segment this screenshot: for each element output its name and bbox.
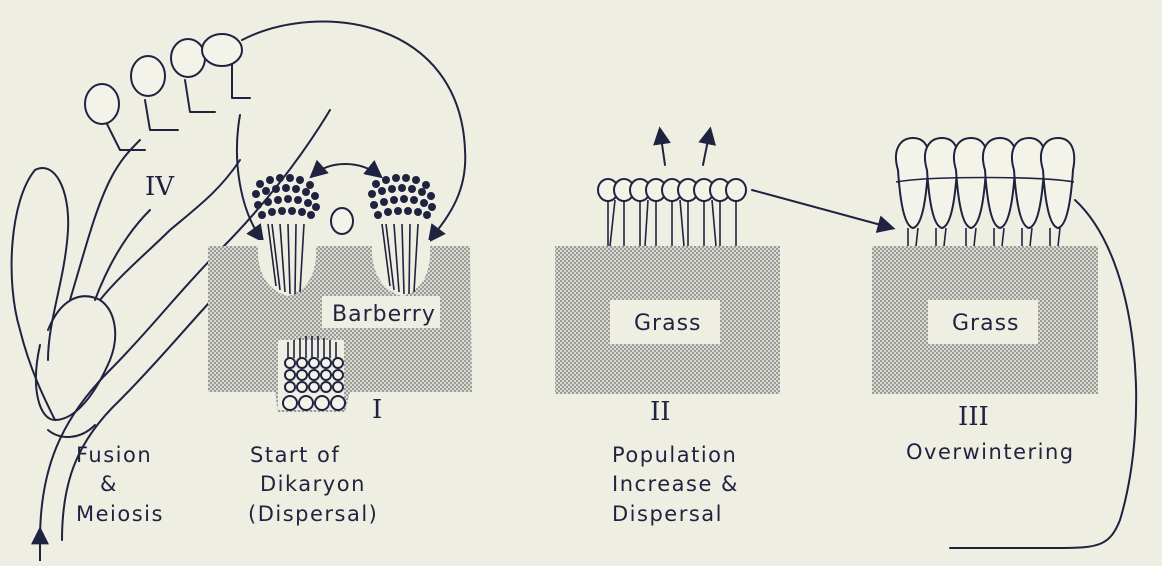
arrow-to-barberry-leaf	[237, 115, 262, 240]
basidiospore	[171, 39, 205, 77]
dispersal-arrow-left	[660, 130, 665, 165]
stage-numeral-iv: IV	[145, 172, 175, 202]
barberry-stage-i: Barberry I	[208, 164, 472, 425]
stage-ii-caption: Population Increase & Dispersal	[612, 443, 739, 526]
barberry-label: Barberry	[332, 302, 436, 327]
stage-numeral-ii: II	[650, 397, 671, 427]
spermatium	[331, 208, 353, 234]
basidiospore	[202, 34, 242, 66]
arrow-to-overwintering	[752, 190, 892, 228]
stage-ii-caption-line-1: Population	[612, 443, 737, 467]
grass-stage-iii: Grass III	[872, 138, 1098, 432]
stage-i-caption-line-1: Start of	[250, 443, 340, 467]
dispersal-arrow-right	[703, 130, 710, 165]
exchange-arrow	[312, 164, 380, 176]
grass-label-ii: Grass	[634, 311, 702, 336]
stage-iii-caption-line-1: Overwintering	[906, 440, 1075, 464]
stage-numeral-i: I	[372, 395, 382, 425]
basidiospore	[85, 84, 119, 124]
basidiospore	[131, 56, 165, 96]
fusion-caption-line-1: Fusion	[76, 443, 152, 467]
stage-i-caption-line-3: (Dispersal)	[248, 502, 378, 526]
stage-ii-caption-line-2: Increase &	[612, 472, 739, 496]
grass-label-iii: Grass	[952, 311, 1020, 336]
stage-i-caption-line-2: Dikaryon	[260, 472, 366, 496]
stage-i-caption: Start of Dikaryon (Dispersal)	[248, 443, 378, 526]
fusion-caption-line-3: Meiosis	[76, 502, 164, 526]
fusion-caption: Fusion & Meiosis	[76, 443, 164, 526]
grass-stage-ii: Grass II	[555, 130, 780, 427]
stage-iii-caption: Overwintering	[906, 440, 1075, 464]
stage-ii-caption-line-3: Dispersal	[612, 502, 723, 526]
fusion-caption-line-2: &	[100, 472, 118, 496]
stage-numeral-iii: III	[958, 402, 989, 432]
